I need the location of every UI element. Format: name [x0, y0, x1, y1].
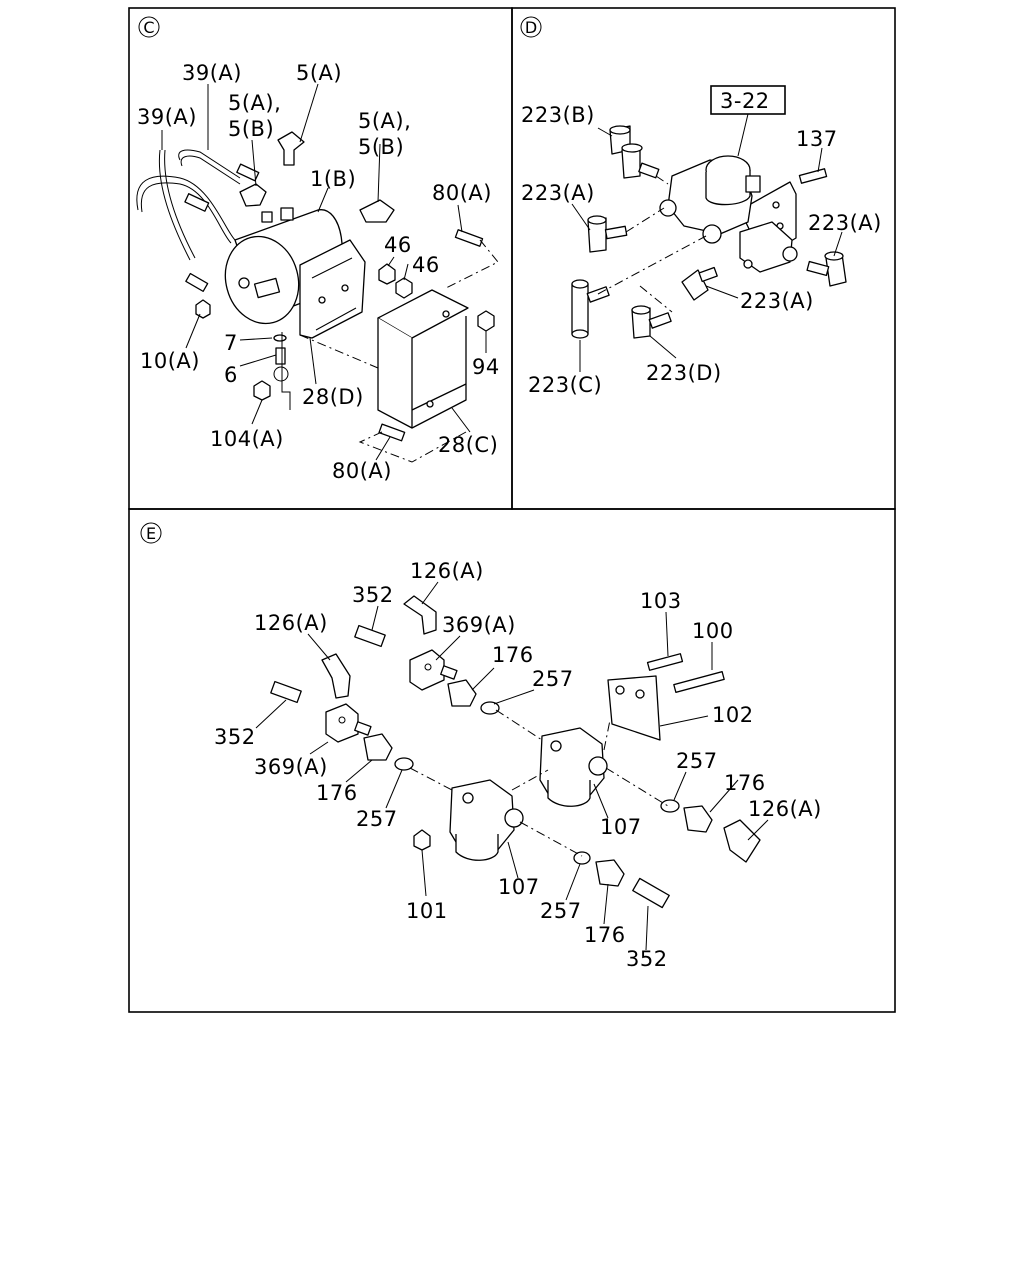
section-marker-d: D [520, 16, 542, 38]
callout-label: 5(B) [228, 117, 274, 141]
panel-d-drawing [571, 85, 847, 339]
callout-label: 176 [492, 643, 534, 667]
callout-label: 7 [224, 331, 238, 355]
panel-e-labels: 126(A) 352 369(A) 126(A) 176 103 100 257… [214, 559, 822, 971]
callout-label: 107 [600, 815, 642, 839]
callout-label: 257 [532, 667, 574, 691]
callout-label: 46 [412, 253, 440, 277]
callout-label: 257 [540, 899, 582, 923]
callout-label: 223(A) [521, 181, 595, 205]
callout-label: 5(A), [358, 109, 411, 133]
callout-label: 80(A) [332, 459, 392, 483]
panel-d-labels: 3-22 223(B) 137 223(A) 223(A) 223(A) 223… [521, 89, 882, 397]
svg-text:E: E [146, 524, 156, 543]
callout-label: 10(A) [140, 349, 200, 373]
callout-label: 80(A) [432, 181, 492, 205]
section-marker-e: E [140, 522, 162, 544]
callout-label: 126(A) [410, 559, 484, 583]
callout-label: 5(B) [358, 135, 404, 159]
callout-label: 352 [214, 725, 256, 749]
callout-label: 369(A) [254, 755, 328, 779]
callout-label: 28(D) [302, 385, 364, 409]
panel-c-leaders [161, 83, 487, 461]
callout-label: 104(A) [210, 427, 284, 451]
callout-label: 126(A) [254, 611, 328, 635]
callout-label: 369(A) [442, 613, 516, 637]
callout-label: 39(A) [137, 105, 197, 129]
reference-label: 3-22 [720, 89, 770, 113]
callout-label: 257 [676, 749, 718, 773]
panel-c-labels: 39(A) 5(A) 5(A), 5(B) 39(A) 5(A), 5(B) 1… [137, 61, 500, 483]
callout-label: 6 [224, 363, 238, 387]
panel-c-drawing [136, 131, 499, 463]
callout-label: 137 [796, 127, 838, 151]
panel-d-leaders [571, 113, 843, 372]
callout-label: 176 [584, 923, 626, 947]
callout-label: 223(B) [521, 103, 595, 127]
callout-label: 1(B) [310, 167, 356, 191]
callout-label: 223(A) [740, 289, 814, 313]
callout-label: 223(A) [808, 211, 882, 235]
callout-label: 102 [712, 703, 754, 727]
callout-label: 107 [498, 875, 540, 899]
callout-label: 100 [692, 619, 734, 643]
callout-label: 257 [356, 807, 398, 831]
section-marker-c: C [138, 16, 160, 38]
callout-label: 28(C) [438, 433, 498, 457]
callout-label: 176 [316, 781, 358, 805]
callout-label: 352 [352, 583, 394, 607]
callout-label: 352 [626, 947, 668, 971]
callout-label: 103 [640, 589, 682, 613]
callout-label: 5(A), [228, 91, 281, 115]
callout-label: 46 [384, 233, 412, 257]
callout-label: 5(A) [296, 61, 342, 85]
callout-label: 94 [472, 355, 500, 379]
callout-label: 223(C) [528, 373, 602, 397]
panel-e-leaders [255, 581, 769, 951]
callout-label: 39(A) [182, 61, 242, 85]
svg-text:D: D [525, 18, 537, 37]
callout-label: 176 [724, 771, 766, 795]
callout-label: 126(A) [748, 797, 822, 821]
callout-label: 223(D) [646, 361, 722, 385]
panel-e-drawing [270, 595, 761, 909]
panel-e-frame [128, 508, 896, 1013]
callout-label: 101 [406, 899, 448, 923]
svg-text:C: C [143, 18, 154, 37]
